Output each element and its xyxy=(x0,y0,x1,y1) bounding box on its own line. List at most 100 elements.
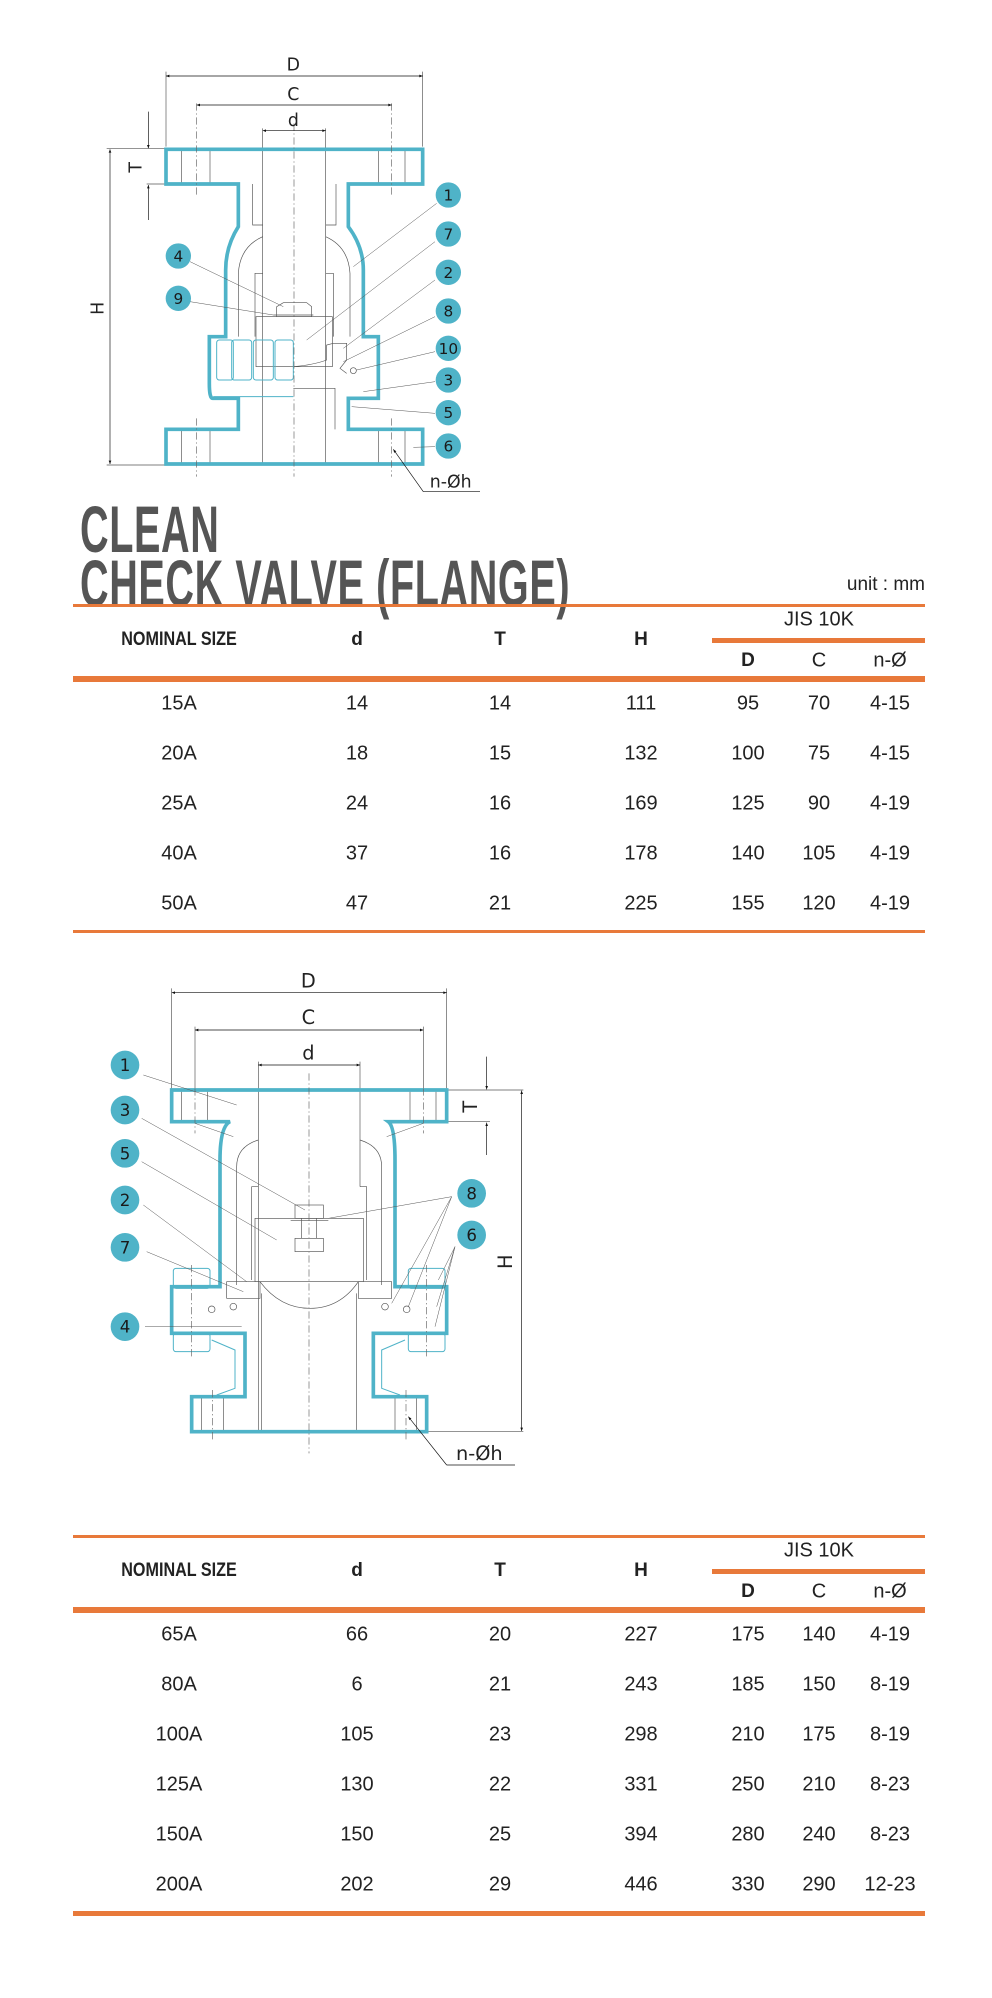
cell-C: 70 xyxy=(807,692,831,715)
cell-n-hole: 4-15 xyxy=(869,742,911,765)
cell-nominal-size: 80A xyxy=(161,1673,197,1696)
cell-C: 290 xyxy=(802,1873,836,1896)
dim-H-label: H xyxy=(494,1254,517,1269)
cell-C: 175 xyxy=(802,1723,836,1746)
cell-C: 90 xyxy=(807,792,831,815)
cell-D: 155 xyxy=(731,892,765,915)
callout-number: 8 xyxy=(443,303,453,321)
cell-nominal-size: 20A xyxy=(161,742,197,765)
cell-T: 16 xyxy=(488,842,512,865)
header-nominal-size: NOMINAL SIZE xyxy=(121,629,237,650)
cell-T: 23 xyxy=(488,1723,512,1746)
dim-H-label: H xyxy=(88,302,108,315)
cell-d: 66 xyxy=(345,1623,369,1646)
cell-d: 47 xyxy=(345,892,369,915)
callout-badge xyxy=(457,1179,486,1208)
callout-number: 3 xyxy=(120,1101,131,1120)
jis-group-rule xyxy=(712,1569,925,1574)
cell-d: 6 xyxy=(351,1673,363,1696)
cell-nominal-size: 40A xyxy=(161,842,197,865)
header-rule xyxy=(73,676,925,682)
cell-d: 18 xyxy=(345,742,369,765)
cell-T: 21 xyxy=(488,892,512,915)
callout-badge xyxy=(457,1220,486,1250)
cell-C: 150 xyxy=(802,1673,836,1696)
callout-badge xyxy=(435,259,461,285)
cell-H: 227 xyxy=(624,1623,658,1646)
cell-T: 16 xyxy=(488,792,512,815)
callout-number: 3 xyxy=(443,372,453,390)
cell-H: 111 xyxy=(625,692,657,715)
cell-d: 202 xyxy=(340,1873,374,1896)
cell-C: 105 xyxy=(802,842,836,865)
dim-d-label: d xyxy=(302,1041,314,1064)
callout-number: 8 xyxy=(466,1184,477,1203)
callout-badge xyxy=(165,243,191,269)
header-D: D xyxy=(741,1581,755,1602)
cell-T: 21 xyxy=(488,1673,512,1696)
cell-n-hole: 8-23 xyxy=(869,1823,911,1846)
cell-C: 75 xyxy=(807,742,831,765)
dim-T-label: T xyxy=(459,1101,482,1114)
cell-H: 446 xyxy=(624,1873,658,1896)
cell-T: 20 xyxy=(488,1623,512,1646)
callout-badge xyxy=(110,1050,140,1080)
callout-number: 7 xyxy=(120,1238,131,1257)
cell-d: 24 xyxy=(345,792,369,815)
callout-number: 1 xyxy=(120,1056,131,1075)
header-rule xyxy=(73,1607,925,1613)
callout-number: 4 xyxy=(173,248,183,266)
dim-D-label: D xyxy=(301,969,316,992)
callout-number: 7 xyxy=(443,226,453,244)
callout-badge xyxy=(435,182,461,208)
callout-badge xyxy=(110,1095,140,1125)
cell-H: 132 xyxy=(624,742,658,765)
table-top-rule xyxy=(73,604,925,607)
callout-badge xyxy=(435,367,461,393)
hole-label: n-Øh xyxy=(430,472,472,492)
header-n-hole: n-Ø xyxy=(873,649,907,672)
header-T: T xyxy=(494,1560,506,1581)
cell-C: 210 xyxy=(802,1773,836,1796)
cell-nominal-size: 100A xyxy=(155,1723,203,1746)
callout-number: 10 xyxy=(439,340,459,358)
cell-T: 29 xyxy=(488,1873,512,1896)
header-jis-10k: JIS 10K xyxy=(783,608,855,631)
cell-H: 169 xyxy=(624,792,658,815)
cell-D: 210 xyxy=(731,1723,765,1746)
cell-D: 280 xyxy=(731,1823,765,1846)
callout-number: 6 xyxy=(466,1226,477,1245)
cell-d: 130 xyxy=(340,1773,374,1796)
jis-group-rule xyxy=(712,638,925,643)
valve-body-outline xyxy=(169,1088,449,1434)
table-bottom-rule xyxy=(73,930,925,933)
cell-nominal-size: 65A xyxy=(161,1623,197,1646)
callout-number: 1 xyxy=(443,187,453,205)
callout-number: 9 xyxy=(173,290,183,308)
header-H: H xyxy=(634,629,648,650)
cell-n-hole: 4-19 xyxy=(869,1623,911,1646)
cell-nominal-size: 150A xyxy=(155,1823,203,1846)
cell-D: 330 xyxy=(731,1873,765,1896)
cell-C: 140 xyxy=(802,1623,836,1646)
callout-number: 2 xyxy=(443,264,453,282)
product-title-line1: CLEAN xyxy=(80,492,220,566)
callout-number: 2 xyxy=(120,1191,131,1210)
callout-number: 4 xyxy=(120,1318,131,1337)
callout-badge xyxy=(110,1185,140,1215)
header-C: C xyxy=(811,1580,827,1603)
cell-nominal-size: 125A xyxy=(155,1773,203,1796)
cell-n-hole: 4-15 xyxy=(869,692,911,715)
cell-H: 243 xyxy=(624,1673,658,1696)
cell-H: 298 xyxy=(624,1723,658,1746)
header-d: d xyxy=(351,629,363,650)
cell-d: 105 xyxy=(340,1723,374,1746)
table-top-rule xyxy=(73,1535,925,1538)
cell-nominal-size: 25A xyxy=(161,792,197,815)
cell-H: 394 xyxy=(624,1823,658,1846)
cell-nominal-size: 15A xyxy=(161,692,197,715)
